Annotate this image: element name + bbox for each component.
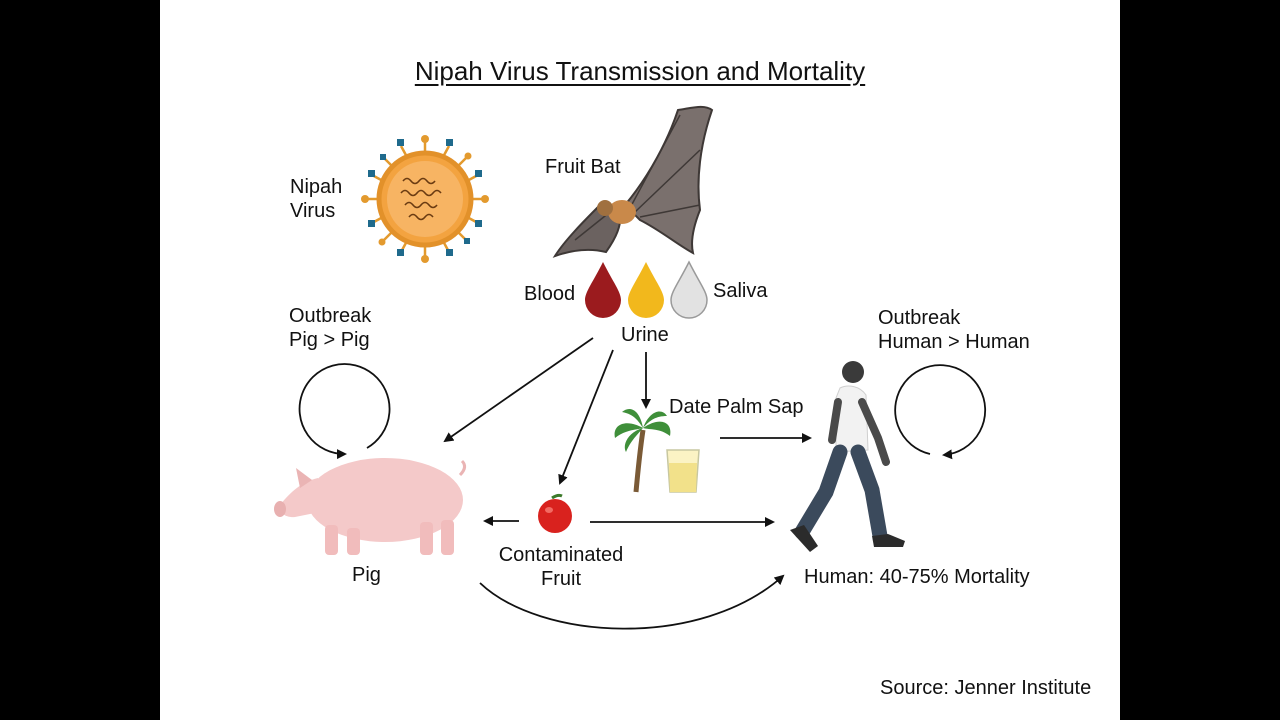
- pig-outbreak-line-2: Pig > Pig: [289, 328, 371, 352]
- source-credit: Source: Jenner Institute: [880, 676, 1091, 700]
- arrow-bat-to-pig: [445, 338, 593, 441]
- virus-label-line-1: Nipah: [290, 175, 342, 199]
- pig-outbreak-label: Outbreak Pig > Pig: [289, 304, 371, 352]
- pig-icon: [274, 458, 465, 555]
- contaminated-fruit-label: Contaminated Fruit: [492, 543, 630, 591]
- fruit-label-line-1: Contaminated: [492, 543, 630, 567]
- human-outbreak-line-1: Outbreak: [878, 306, 1030, 330]
- apple-icon: [538, 495, 572, 533]
- human-outbreak-line-2: Human > Human: [878, 330, 1030, 354]
- arrow-pig-outbreak-loop: [300, 364, 390, 454]
- urine-drop-icon: [628, 262, 664, 318]
- saliva-drop-icon: [671, 262, 707, 318]
- palm-tree-icon: [615, 409, 671, 492]
- blood-label: Blood: [524, 282, 575, 306]
- date-palm-sap-label: Date Palm Sap: [669, 395, 804, 419]
- arrow-human-outbreak-loop: [895, 365, 985, 455]
- pig-outbreak-line-1: Outbreak: [289, 304, 371, 328]
- human-outbreak-label: Outbreak Human > Human: [878, 306, 1030, 354]
- blood-drop-icon: [585, 262, 621, 318]
- virus-label: Nipah Virus: [290, 175, 342, 223]
- saliva-label: Saliva: [713, 279, 767, 303]
- human-icon: [790, 361, 905, 552]
- fruit-bat-label: Fruit Bat: [545, 155, 621, 179]
- sap-cup-icon: [667, 450, 699, 492]
- virus-label-line-2: Virus: [290, 199, 342, 223]
- fruit-bat-icon: [555, 107, 712, 256]
- fruit-label-line-2: Fruit: [492, 567, 630, 591]
- pig-label: Pig: [352, 563, 381, 587]
- virus-icon: [361, 135, 489, 263]
- human-mortality-label: Human: 40-75% Mortality: [804, 565, 1030, 589]
- urine-label: Urine: [621, 323, 669, 347]
- arrow-bat-to-fruit: [560, 350, 613, 483]
